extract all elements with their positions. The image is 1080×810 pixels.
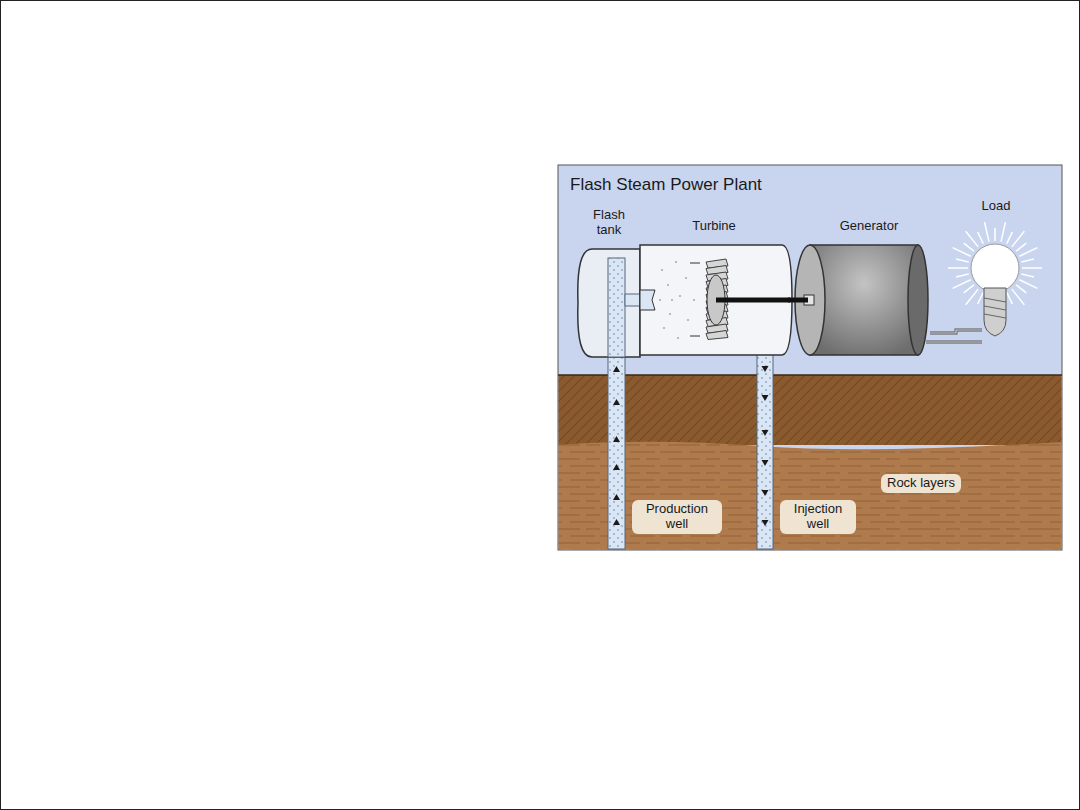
drive-shaft [788,298,808,303]
turbine: Turbine [640,245,788,355]
diagram-title: Flash Steam Power Plant [570,175,762,195]
generator: Generator [808,245,930,355]
wire-highlight [930,330,982,333]
part-label: Load [982,199,1011,214]
flash-tank: Flash tank [578,248,640,358]
tag-text: Injection well [786,502,850,532]
part-label: Flash tank [585,208,633,238]
tag-text: Rock layers [887,476,955,491]
part-label: Turbine [692,219,736,234]
part-label: Generator [840,219,899,234]
power-wire [930,330,982,333]
label-tag: Rock layers [881,474,961,493]
tag-text: Production well [638,502,716,532]
load-bulb: Load [982,240,1010,340]
label-tag: Production well [632,500,722,534]
label-tag: Injection well [780,500,856,534]
